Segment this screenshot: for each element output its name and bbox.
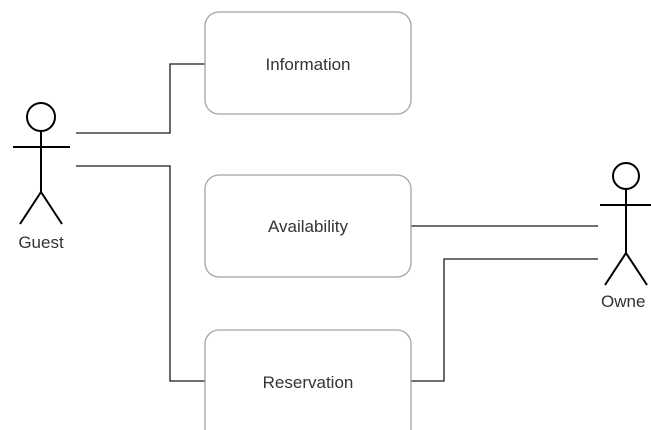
- actor-owner[interactable]: Owne: [600, 162, 651, 311]
- actor-guest[interactable]: Guest: [13, 102, 70, 252]
- connector-guest-reservation: [76, 165, 205, 382]
- connector-owner-reservation: [411, 258, 598, 382]
- use-case-reservation[interactable]: Reservation: [204, 329, 412, 430]
- connector-guest-information: [76, 63, 205, 134]
- use-case-availability[interactable]: Availability: [204, 174, 412, 278]
- use-case-information[interactable]: Information: [204, 11, 412, 115]
- stick-figure-icon: [13, 102, 70, 225]
- stick-figure-icon: [600, 162, 651, 286]
- use-case-information-label: Information: [265, 55, 350, 74]
- actor-guest-label: Guest: [18, 233, 64, 252]
- use-case-availability-label: Availability: [268, 217, 349, 236]
- actor-owner-label: Owne: [601, 292, 645, 311]
- use-case-reservation-label: Reservation: [263, 373, 354, 392]
